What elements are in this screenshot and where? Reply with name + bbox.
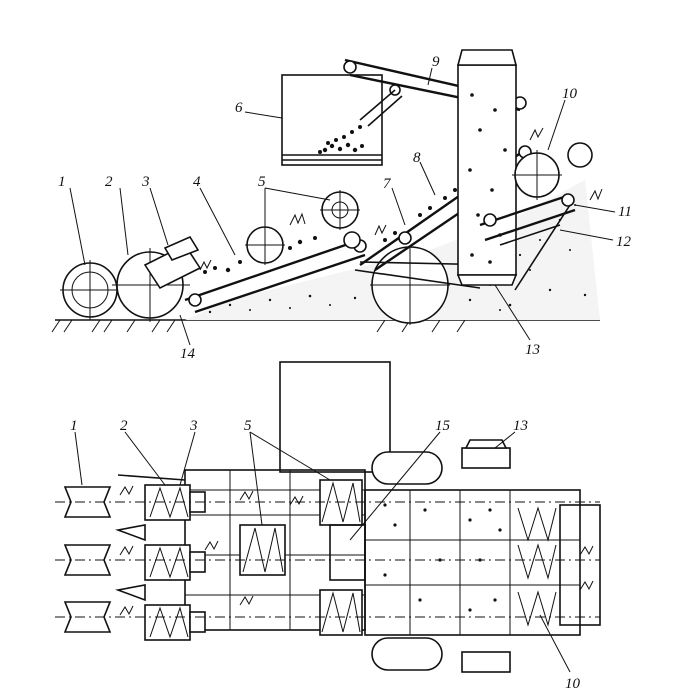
top-view — [55, 361, 601, 673]
label-11: 11 — [618, 204, 632, 220]
top-label-1: 1 — [70, 418, 78, 434]
side-view-labels: 1 2 3 4 5 6 7 8 9 10 11 12 13 14 — [58, 54, 632, 362]
label-7: 7 — [383, 176, 392, 192]
label-9: 9 — [432, 54, 440, 70]
label-12: 12 — [616, 234, 632, 250]
top-label-10: 10 — [565, 676, 581, 692]
label-8: 8 — [413, 150, 421, 166]
label-13: 13 — [525, 342, 540, 358]
label-2: 2 — [105, 174, 113, 190]
top-label-5: 5 — [244, 418, 252, 434]
side-view — [51, 49, 616, 346]
label-6: 6 — [235, 100, 243, 116]
top-label-2: 2 — [120, 418, 128, 434]
front-rollers — [63, 486, 112, 633]
top-label-13: 13 — [513, 418, 528, 434]
top-label-15: 15 — [435, 418, 451, 434]
top-label-3: 3 — [189, 418, 198, 434]
label-3: 3 — [141, 174, 150, 190]
label-1: 1 — [58, 174, 66, 190]
top-view-labels: 1 2 3 5 15 13 10 — [70, 418, 581, 692]
label-14: 14 — [180, 346, 196, 362]
label-5: 5 — [258, 174, 266, 190]
label-10: 10 — [562, 86, 578, 102]
label-4: 4 — [193, 174, 201, 190]
